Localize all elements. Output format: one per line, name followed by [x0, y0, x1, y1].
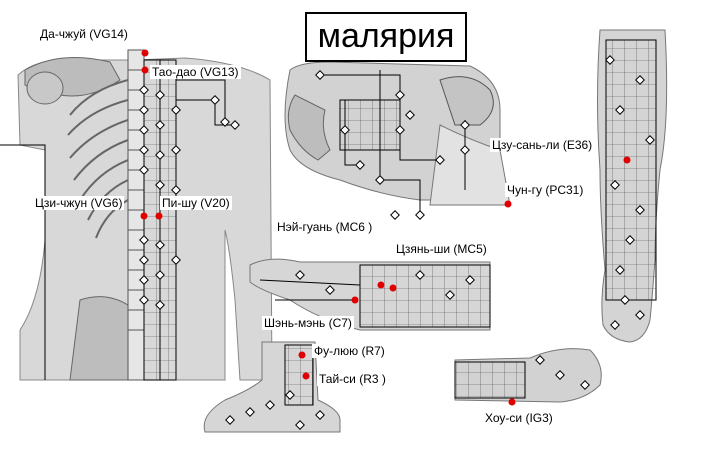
torso-figure — [0, 49, 273, 381]
label-mc5: Цзянь-ши (MC5) — [394, 242, 489, 256]
label-ig3: Хоу-си (IG3) — [483, 411, 555, 425]
acupoint-r3 — [302, 372, 310, 380]
acupoint-vg14 — [141, 49, 149, 57]
acupoint-r7 — [298, 351, 306, 359]
label-vg14: Да-чжуй (VG14) — [38, 27, 130, 41]
hand-figure — [454, 348, 602, 403]
label-vg13: Тао-дао (VG13) — [150, 65, 241, 79]
label-pc31: Чун-гу (PC31) — [505, 183, 586, 197]
acupoint-vg13 — [141, 66, 149, 74]
acupoint-c7 — [351, 296, 359, 304]
label-v20: Пи-шу (V20) — [160, 196, 232, 210]
label-mc6: Нэй-гуань (MC6 ) — [275, 220, 375, 234]
acupoint-vg6 — [140, 212, 148, 220]
acupoint-e36 — [623, 156, 631, 164]
red-acupoints — [140, 49, 631, 406]
label-vg6: Цзи-чжун (VG6) — [33, 196, 125, 210]
acupoint-v20 — [155, 212, 163, 220]
label-c7: Шэнь-мэнь (C7) — [262, 316, 354, 330]
leg-figure — [597, 29, 668, 343]
label-r7: Фу-люю (R7) — [312, 344, 387, 358]
acupoint-ig3 — [508, 398, 516, 406]
label-r3: Тай-си (R3 ) — [317, 372, 388, 386]
acupoint-mc5 — [389, 284, 397, 292]
diagram-title: малярия — [305, 12, 467, 62]
head-figure — [284, 61, 511, 220]
label-e36: Цзу-сань-ли (E36) — [490, 138, 595, 152]
acupoint-mc6 — [377, 281, 385, 289]
acupoint-pc31 — [504, 200, 512, 208]
forearm-figure — [249, 258, 491, 331]
